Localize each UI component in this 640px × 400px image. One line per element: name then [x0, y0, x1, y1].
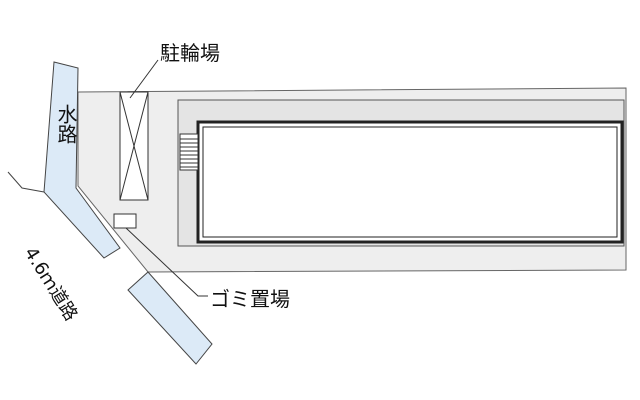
road-edge-line [7, 171, 45, 193]
waterway-label: 水路 [54, 104, 78, 144]
bicycle-parking-label: 駐輪場 [160, 41, 220, 65]
waterway-lower [127, 271, 213, 365]
garbage-area-label: ゴミ置場 [210, 287, 290, 311]
stair-steps [180, 138, 198, 168]
bicycle-parking-cross-2 [119, 91, 149, 201]
garbage-area [113, 213, 137, 229]
bicycle-parking-leader [129, 59, 159, 99]
building-main [196, 120, 624, 244]
building-inner-wall [202, 126, 618, 238]
road-label: 4.6ｍ道路 [20, 244, 82, 325]
garbage-area-leader [125, 227, 208, 297]
